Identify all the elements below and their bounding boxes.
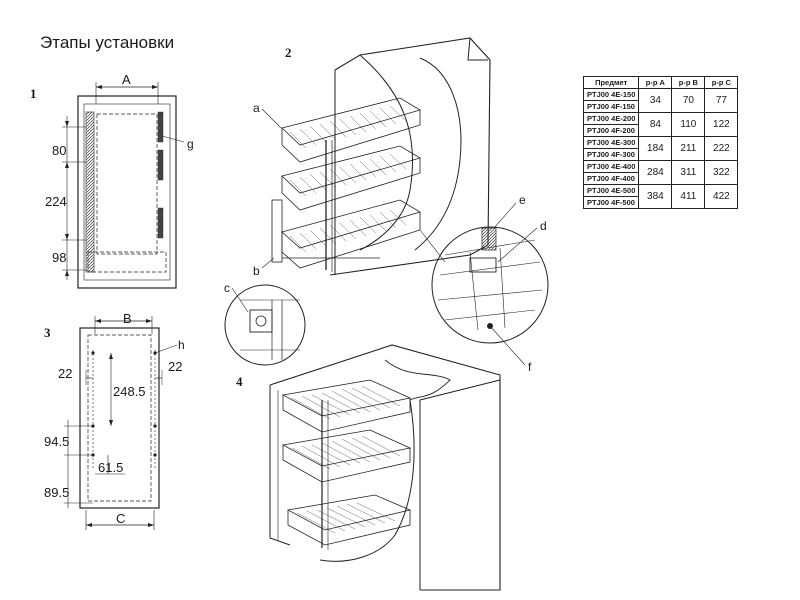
table-row: PTJ00 4E-500 384 411 422 — [582, 184, 739, 209]
dimension-248-5: 248.5 — [113, 384, 146, 399]
size-b-cell: 70 — [671, 88, 706, 113]
dimension-224: 224 — [45, 194, 67, 209]
step-1-drawing — [62, 82, 185, 289]
header-size-a: р-р A — [638, 76, 673, 89]
callout-f: f — [528, 360, 532, 374]
callout-d: d — [540, 219, 547, 233]
model-cell: PTJ00 4F-150 — [582, 100, 640, 113]
model-cell: PTJ00 4E-150 — [582, 88, 640, 101]
callout-b: b — [253, 264, 260, 278]
size-b-cell: 311 — [671, 160, 706, 185]
size-c-cell: 77 — [704, 88, 739, 113]
callout-g: g — [187, 137, 194, 151]
step-4-cabinet-drawing — [269, 344, 501, 591]
model-cell: PTJ00 4E-400 — [582, 160, 640, 173]
size-b-cell: 110 — [671, 112, 706, 137]
size-a-cell: 34 — [638, 88, 673, 113]
header-item: Предмет — [582, 76, 640, 89]
size-a-cell: 84 — [638, 112, 673, 137]
callout-a: a — [253, 101, 260, 115]
dimension-80: 80 — [52, 143, 66, 158]
step-2-cabinet-drawing — [261, 37, 491, 276]
table-row: PTJ00 4E-200 84 110 122 — [582, 112, 739, 137]
size-c-cell: 222 — [704, 136, 739, 161]
table-row: PTJ00 4E-150 34 70 77 — [582, 88, 739, 113]
model-cell: PTJ00 4E-500 — [582, 184, 640, 197]
dimension-94-5: 94.5 — [44, 434, 69, 449]
callout-e: e — [519, 193, 526, 207]
step-4-number: 4 — [236, 374, 243, 389]
size-b-cell: 211 — [671, 136, 706, 161]
dimension-98: 98 — [52, 250, 66, 265]
model-cell: PTJ00 4F-200 — [582, 124, 640, 137]
dimension-89-5: 89.5 — [44, 485, 69, 500]
size-c-cell: 422 — [704, 184, 739, 209]
detail-circle-bracket — [224, 284, 306, 366]
detail-circle-runner — [419, 202, 549, 366]
dimension-22-right: 22 — [168, 359, 182, 374]
dimension-b-label: B — [123, 311, 132, 326]
table-row: PTJ00 4E-300 184 211 222 — [582, 136, 739, 161]
spec-table-header-row: Предмет р-р A р-р B р-р C — [582, 76, 739, 89]
step-3-drawing — [64, 316, 178, 530]
callout-h: h — [178, 338, 185, 352]
spec-table: Предмет р-р A р-р B р-р C PTJ00 4E-150 3… — [582, 76, 739, 209]
size-a-cell: 284 — [638, 160, 673, 185]
size-a-cell: 384 — [638, 184, 673, 209]
size-a-cell: 184 — [638, 136, 673, 161]
callout-c: c — [224, 281, 230, 295]
header-size-c: р-р C — [704, 76, 739, 89]
size-b-cell: 411 — [671, 184, 706, 209]
step-3-number: 3 — [44, 325, 51, 340]
dimension-61-5: 61.5 — [98, 460, 123, 475]
dimension-a-label: A — [122, 72, 131, 87]
size-c-cell: 322 — [704, 160, 739, 185]
model-cell: PTJ00 4F-300 — [582, 148, 640, 161]
step-2-number: 2 — [285, 45, 292, 60]
dimension-c-label: C — [116, 511, 125, 526]
dimension-22-left: 22 — [58, 366, 72, 381]
page-title: Этапы установки — [40, 33, 175, 52]
model-cell: PTJ00 4E-200 — [582, 112, 640, 125]
step-1-number: 1 — [30, 86, 37, 101]
model-cell: PTJ00 4F-400 — [582, 172, 640, 185]
size-c-cell: 122 — [704, 112, 739, 137]
table-row: PTJ00 4F-500 — [582, 196, 738, 209]
table-row: PTJ00 4E-400 284 311 322 — [582, 160, 739, 185]
model-cell: PTJ00 4E-300 — [582, 136, 640, 149]
header-size-b: р-р B — [671, 76, 706, 89]
model-cell: PTJ00 4F-500 — [582, 196, 640, 209]
